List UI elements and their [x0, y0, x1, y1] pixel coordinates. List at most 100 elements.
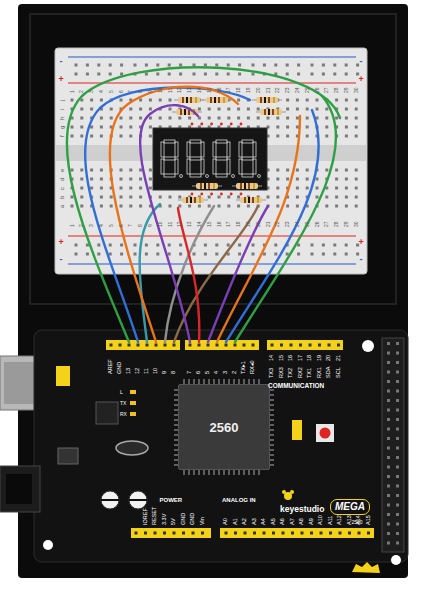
pin-header	[267, 340, 343, 350]
hole	[139, 99, 142, 102]
breadboard-label: 23	[285, 221, 290, 227]
hole	[110, 108, 113, 111]
pin	[367, 532, 370, 535]
breadboard-label: 15	[207, 87, 212, 93]
pin	[128, 344, 131, 347]
segment	[253, 159, 256, 174]
breadboard-label: 23	[285, 87, 290, 93]
breadboard-label: h	[59, 116, 65, 119]
pin	[339, 532, 342, 535]
breadboard-label: b	[59, 195, 65, 198]
board-label: 19	[317, 355, 323, 361]
hole	[227, 64, 230, 67]
pin	[272, 532, 275, 535]
hole	[109, 253, 112, 256]
board-label: RX1	[317, 367, 323, 378]
hole	[120, 178, 123, 181]
power-jack	[0, 466, 40, 512]
board-label: 3.3V	[162, 514, 168, 525]
board-label: 9	[162, 371, 168, 374]
segment	[164, 174, 175, 177]
hole	[198, 108, 201, 111]
hole	[276, 205, 279, 208]
pin	[110, 344, 113, 347]
wire	[217, 116, 300, 342]
breadboard-label: 21	[266, 87, 271, 93]
hole	[263, 64, 266, 67]
hole	[296, 196, 299, 199]
board-label: SDA	[326, 367, 332, 378]
hole	[86, 64, 89, 67]
hole	[247, 117, 250, 120]
breadboard-label: 11	[168, 88, 173, 93]
hole	[97, 64, 100, 67]
hole	[129, 178, 132, 181]
hole	[120, 253, 123, 256]
mounting-hole	[362, 340, 374, 352]
pin-dot	[220, 123, 223, 126]
hole	[356, 253, 359, 256]
hole	[109, 244, 112, 247]
board-label: A15	[366, 515, 372, 525]
hole	[306, 169, 309, 172]
hole	[311, 244, 314, 247]
pin-header	[185, 340, 259, 350]
pin	[244, 532, 247, 535]
led	[130, 412, 136, 416]
hole	[325, 135, 328, 138]
hole	[193, 73, 196, 76]
pin	[291, 532, 294, 535]
usb-port	[4, 362, 38, 404]
pin-dot	[240, 123, 243, 126]
hole	[159, 196, 162, 199]
pin	[328, 344, 331, 347]
segment	[161, 142, 164, 157]
hole	[134, 253, 137, 256]
pin	[154, 532, 157, 535]
gear-icon	[352, 562, 380, 573]
breadboard-label: 15	[207, 221, 212, 227]
hole	[75, 253, 78, 256]
board-label: RX3	[279, 367, 285, 378]
hole	[204, 244, 207, 247]
hole	[149, 126, 152, 129]
hole	[296, 99, 299, 102]
hole	[345, 253, 348, 256]
board-label: A10	[318, 515, 324, 525]
logo-badge: MEGA	[330, 499, 370, 515]
hole	[311, 73, 314, 76]
hole	[355, 99, 358, 102]
hole	[120, 187, 123, 190]
board-label: 4	[214, 371, 220, 374]
hole	[247, 205, 250, 208]
pin	[337, 344, 340, 347]
board-label: SCL	[336, 367, 342, 378]
hole	[252, 244, 255, 247]
hole	[276, 126, 279, 129]
segment	[227, 142, 230, 157]
breadboard-label: 30	[354, 87, 359, 93]
hole	[286, 108, 289, 111]
hole	[238, 244, 241, 247]
hole	[316, 178, 319, 181]
hole	[80, 117, 83, 120]
hole	[286, 253, 289, 256]
wire	[85, 87, 250, 342]
hole	[80, 178, 83, 181]
icsp-header	[292, 420, 302, 440]
segment	[161, 159, 164, 174]
usb-chip	[96, 402, 118, 424]
hole	[247, 108, 250, 111]
hole	[179, 253, 182, 256]
hole	[322, 253, 325, 256]
hole	[286, 126, 289, 129]
hole	[75, 64, 78, 67]
hole	[355, 135, 358, 138]
board-label: 10	[153, 368, 159, 374]
hole	[237, 99, 240, 102]
rail-sign: +	[59, 75, 64, 84]
pin	[348, 532, 351, 535]
breadboard-label: 9	[148, 90, 153, 93]
hole	[306, 187, 309, 190]
